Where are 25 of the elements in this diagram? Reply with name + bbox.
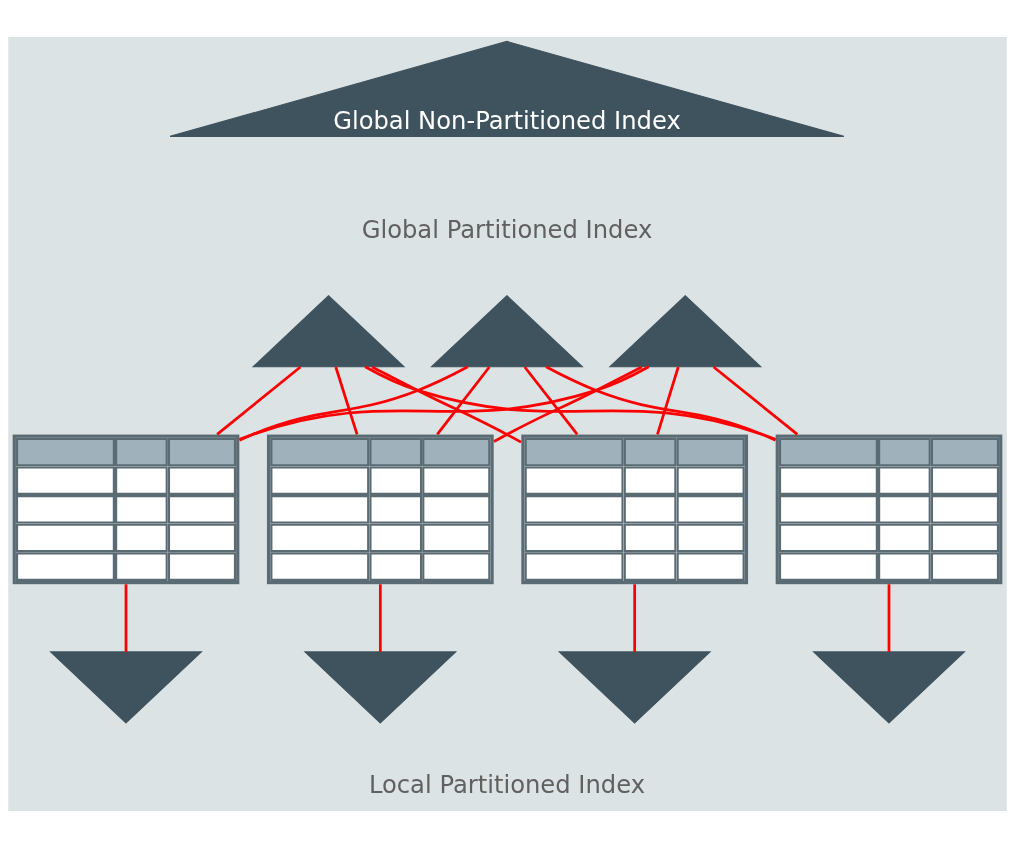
node-triangle: [49, 650, 203, 724]
node-triangle: [251, 294, 406, 367]
connector: [238, 365, 469, 441]
connector: [887, 583, 891, 652]
node-triangle: [557, 650, 712, 724]
node-triangle: [812, 650, 966, 724]
connector: [334, 366, 359, 435]
node-triangle: [608, 294, 763, 367]
label: Global Partitioned Index: [361, 215, 653, 244]
connector: [712, 365, 799, 435]
connector: [378, 583, 382, 652]
connector: [633, 583, 637, 652]
connector: [216, 365, 302, 435]
node-triangle: [303, 650, 458, 724]
connector: [364, 365, 776, 441]
connector: [523, 365, 579, 435]
connector: [124, 583, 128, 652]
connector: [239, 365, 650, 441]
node-triangle: [430, 294, 584, 367]
label: Local Partitioned Index: [368, 770, 645, 799]
connector: [371, 365, 522, 443]
connector: [493, 365, 643, 443]
connector: [545, 365, 777, 441]
connector: [436, 365, 491, 435]
connector: [656, 366, 680, 435]
